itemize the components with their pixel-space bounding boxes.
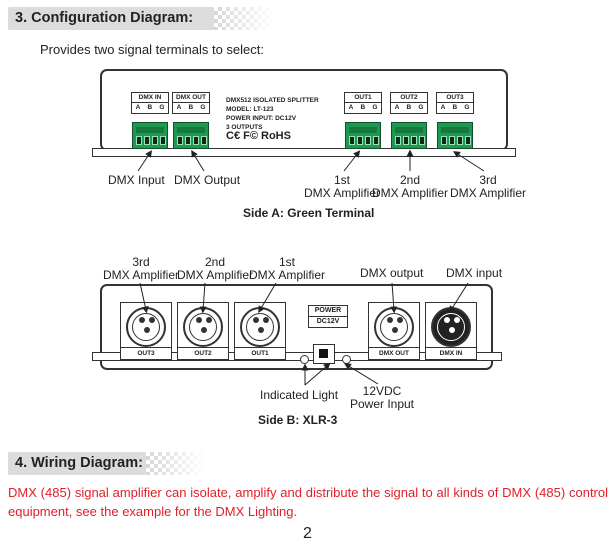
label-amp-2nd: 2nd DMX Amplifier: [369, 174, 451, 200]
header-pattern-decoration: [146, 452, 206, 475]
arrow-b-dmx-output: [390, 282, 398, 314]
xlr-connector-icon: [183, 307, 223, 347]
green-terminal-block: [345, 122, 381, 149]
terminal-label: OUT2: [390, 92, 428, 103]
arrow-dmx-output: [191, 150, 205, 172]
section-4-header: 4. Wiring Diagram:: [8, 452, 206, 475]
terminal-label: DMX IN: [131, 92, 169, 103]
section-3-header: 3. Configuration Diagram:: [8, 7, 274, 30]
label-amp-3rd: 3rd DMX Amplifier: [447, 174, 529, 200]
arrow-dmx-input: [137, 150, 152, 172]
label-line: 3rd: [479, 173, 497, 187]
port-label: DMX OUT: [369, 347, 419, 359]
intro-text: Provides two signal terminals to select:: [40, 42, 264, 57]
arrow-power-input: [344, 363, 379, 385]
xlr-connector-icon: [240, 307, 280, 347]
label-line: 1st: [333, 173, 350, 187]
port-label: OUT1: [235, 347, 285, 359]
arrow-b-amp-2nd: [199, 282, 207, 314]
arrow-b-dmx-input: [449, 282, 469, 313]
xlr-connector-icon: [126, 307, 166, 347]
label-line: DMX Amplifier: [449, 186, 526, 200]
spec-line: DMX512 ISOLATED SPLITTER: [226, 97, 319, 104]
label-power-input: 12VDC Power Input: [342, 385, 422, 411]
terminal-label: DMX OUT: [172, 92, 210, 103]
spec-line: MODEL: LT-123: [226, 106, 274, 113]
wiring-description: DMX (485) signal amplifier can isolate, …: [8, 485, 608, 519]
label-line: Power Input: [349, 397, 415, 411]
label-line: 3rd: [132, 255, 150, 269]
page-number: 2: [303, 525, 312, 542]
label-b-amp-3rd: 3rd DMX Amplifier: [100, 256, 182, 282]
label-line: DMX Amplifier: [371, 186, 448, 200]
label-line: 12VDC: [362, 384, 402, 398]
arrow-b-amp-3rd: [139, 282, 149, 314]
caption-side-a: Side A: Green Terminal: [243, 206, 375, 220]
label-line: 2nd: [204, 255, 226, 269]
spec-line: POWER INPUT: DC12V: [226, 115, 297, 122]
label-b-dmx-input: DMX input: [446, 266, 503, 280]
label-line: DMX Amplifier: [303, 186, 380, 200]
label-b-dmx-output: DMX output: [360, 266, 424, 280]
caption-side-b: Side B: XLR-3: [258, 413, 338, 427]
arrow-b-amp-1st: [258, 282, 277, 314]
port-label: OUT2: [178, 347, 228, 359]
green-terminal-block: [437, 122, 473, 149]
section-header-bar: [8, 452, 146, 475]
label-b-amp-1st: 1st DMX Amplifier: [246, 256, 328, 282]
arrow-amp-1st: [343, 150, 361, 172]
terminal-label: OUT3: [436, 92, 474, 103]
arrow-amp-3rd: [453, 151, 485, 172]
green-terminal-block: [391, 122, 427, 149]
power-label-box: POWER DC12V: [308, 305, 348, 328]
section-header-bar: [8, 7, 214, 30]
terminal-label: OUT1: [344, 92, 382, 103]
label-line: DMX Amplifier: [176, 268, 253, 282]
power-label-line: DC12V: [309, 316, 347, 327]
label-line: DMX Amplifier: [248, 268, 325, 282]
header-pattern-decoration: [214, 7, 274, 30]
label-line: DMX Amplifier: [102, 268, 179, 282]
port-label: OUT3: [121, 347, 171, 359]
label-amp-1st: 1st DMX Amplifier: [301, 174, 383, 200]
label-line: 2nd: [399, 173, 421, 187]
section-3-title: 3. Configuration Diagram:: [15, 10, 194, 26]
green-terminal-block: [173, 122, 209, 149]
device-side-b-flange: [92, 352, 502, 361]
xlr-male-connector-icon: [431, 307, 471, 347]
section-4-title: 4. Wiring Diagram:: [15, 455, 143, 471]
device-side-a-flange: [92, 148, 516, 157]
xlr-port-out2: OUT2: [177, 302, 229, 360]
device-specs: DMX512 ISOLATED SPLITTER MODEL: LT-123 P…: [226, 96, 319, 132]
label-indicated-light: Indicated Light: [260, 388, 339, 402]
label-line: 1st: [278, 255, 295, 269]
arrow-indicated-light-2: [304, 362, 331, 386]
power-label-line: POWER: [314, 307, 342, 314]
port-label: DMX IN: [426, 347, 476, 359]
green-terminal-block: [132, 122, 168, 149]
label-dmx-output: DMX Output: [174, 173, 241, 187]
spec-line: 3 OUTPUTS: [226, 124, 263, 131]
label-dmx-input: DMX Input: [108, 173, 165, 187]
certification-marks: C€ F© RoHS: [226, 130, 291, 142]
label-b-amp-2nd: 2nd DMX Amplifier: [174, 256, 256, 282]
